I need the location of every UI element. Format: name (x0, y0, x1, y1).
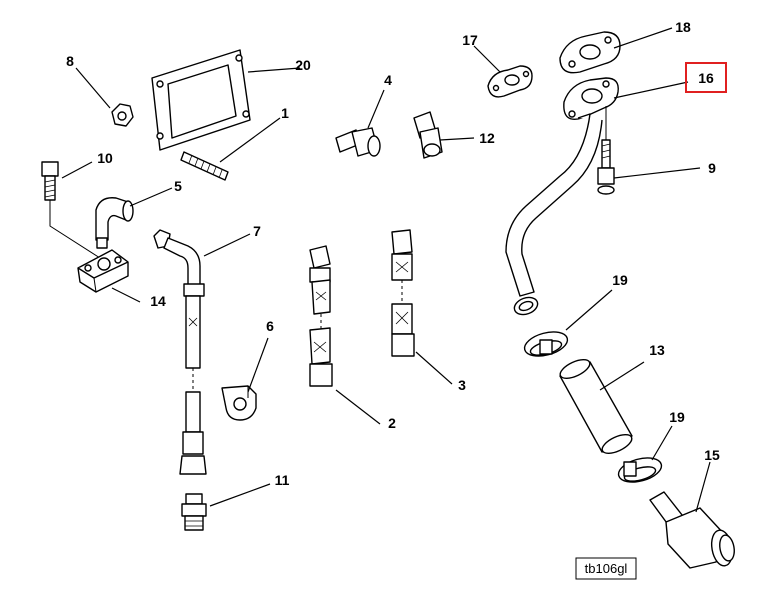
part-20-gasket (151, 49, 251, 151)
part-9-capscrew (597, 106, 615, 195)
callout-8: 8 (66, 53, 74, 69)
callout-5: 5 (174, 178, 182, 194)
callout-7: 7 (253, 223, 261, 239)
callout-17: 17 (462, 32, 478, 48)
callout-14: 14 (150, 293, 166, 309)
part-17-gasket (487, 65, 533, 98)
callout-16-highlight-box (685, 62, 727, 93)
callout-20: 20 (295, 57, 311, 73)
part-1-stud (180, 151, 229, 181)
drawing-id-box (575, 557, 637, 580)
part-13-hose (559, 359, 633, 454)
part-11-adapter (181, 493, 207, 531)
callout-18: 18 (675, 19, 691, 35)
part-19-clamp-upper (523, 331, 569, 357)
leader-lines (61, 27, 711, 513)
part-14-flange (77, 249, 129, 293)
callout-10: 10 (97, 150, 113, 166)
callout-9: 9 (708, 160, 716, 176)
callout-13: 13 (649, 342, 665, 358)
part-18-gasket (559, 31, 621, 74)
callout-4: 4 (384, 72, 392, 88)
part-4-fitting (335, 127, 381, 157)
part-15-connector (649, 491, 735, 569)
callout-6: 6 (266, 318, 274, 334)
part-5-elbow (95, 197, 134, 249)
part-7-supply-tube (153, 229, 207, 475)
callout-19-lower: 19 (669, 409, 685, 425)
part-16-drain-tube (505, 77, 619, 316)
part-10-bolt (41, 161, 101, 259)
part-8-nut (111, 103, 134, 127)
part-12-fitting (413, 111, 443, 159)
callout-11: 11 (275, 472, 290, 488)
part-6-clip (221, 385, 257, 421)
callout-3: 3 (458, 377, 466, 393)
callout-2: 2 (388, 415, 396, 431)
callout-19-upper: 19 (612, 272, 628, 288)
callout-15: 15 (704, 447, 720, 463)
callout-1: 1 (281, 105, 289, 121)
part-19-clamp-lower (617, 457, 663, 483)
callout-16: 16 (698, 70, 714, 86)
callout-12: 12 (479, 130, 495, 146)
part-2-hose (309, 245, 333, 387)
part-3-hose (391, 229, 415, 357)
drawing-id: tb106gl (585, 561, 628, 576)
